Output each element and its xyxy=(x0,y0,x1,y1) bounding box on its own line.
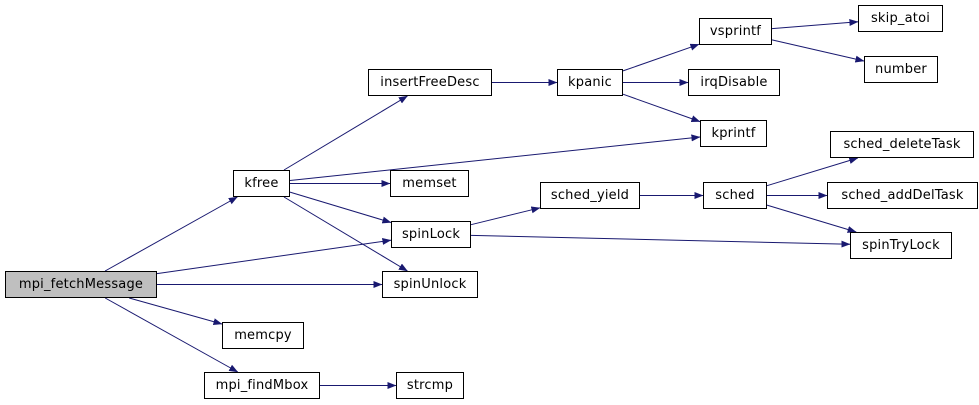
graph-node-spinTryLock[interactable]: spinTryLock xyxy=(850,232,952,259)
call-edge-kpanic-to-vsprintf xyxy=(622,43,700,72)
graph-node-strcmp[interactable]: strcmp xyxy=(396,372,464,399)
graph-node-sched_yield[interactable]: sched_yield xyxy=(540,182,640,209)
call-edge-mpi_fetchMessage-to-spinLock xyxy=(156,237,392,275)
graph-node-kprintf[interactable]: kprintf xyxy=(700,120,767,147)
call-edge-kfree-to-insertFreeDesc xyxy=(283,95,408,171)
graph-node-sched_addDelTask[interactable]: sched_addDelTask xyxy=(827,182,978,209)
graph-node-vsprintf[interactable]: vsprintf xyxy=(699,18,772,45)
graph-node-kpanic[interactable]: kpanic xyxy=(557,69,623,96)
graph-node-memset[interactable]: memset xyxy=(390,170,469,197)
graph-node-insertFreeDesc[interactable]: insertFreeDesc xyxy=(368,69,492,96)
graph-node-memcpy[interactable]: memcpy xyxy=(222,322,304,349)
call-edge-sched-to-sched_deleteTask xyxy=(766,157,859,187)
call-edge-mpi_fetchMessage-to-kfree xyxy=(104,196,238,272)
graph-node-skip_atoi[interactable]: skip_atoi xyxy=(858,5,943,32)
graph-node-mpi_fetchMessage: mpi_fetchMessage xyxy=(5,271,157,298)
graph-node-kfree[interactable]: kfree xyxy=(233,170,290,197)
call-edge-vsprintf-to-skip_atoi xyxy=(771,18,859,30)
graph-node-spinUnlock[interactable]: spinUnlock xyxy=(382,271,478,298)
graph-node-spinLock[interactable]: spinLock xyxy=(391,221,471,248)
call-edge-mpi_fetchMessage-to-memcpy xyxy=(129,297,223,326)
graph-node-number[interactable]: number xyxy=(864,56,938,83)
call-edge-sched-to-spinTryLock xyxy=(766,204,857,233)
call-edge-vsprintf-to-number xyxy=(771,39,865,63)
graph-node-irqDisable[interactable]: irqDisable xyxy=(688,69,780,96)
call-edge-mpi_fetchMessage-to-mpi_findMbox xyxy=(104,297,239,373)
call-edge-kfree-to-kprintf xyxy=(289,134,701,181)
graph-node-sched[interactable]: sched xyxy=(703,182,767,209)
call-edge-kpanic-to-kprintf xyxy=(622,93,701,123)
graph-node-mpi_findMbox[interactable]: mpi_findMbox xyxy=(204,372,320,399)
call-edge-spinLock-to-spinTryLock xyxy=(470,234,851,248)
call-edge-spinLock-to-sched_yield xyxy=(470,206,541,226)
graph-node-sched_deleteTask[interactable]: sched_deleteTask xyxy=(830,131,974,158)
call-edge-kfree-to-spinLock xyxy=(289,191,392,224)
call-edge-kfree-to-spinUnlock xyxy=(283,196,408,272)
